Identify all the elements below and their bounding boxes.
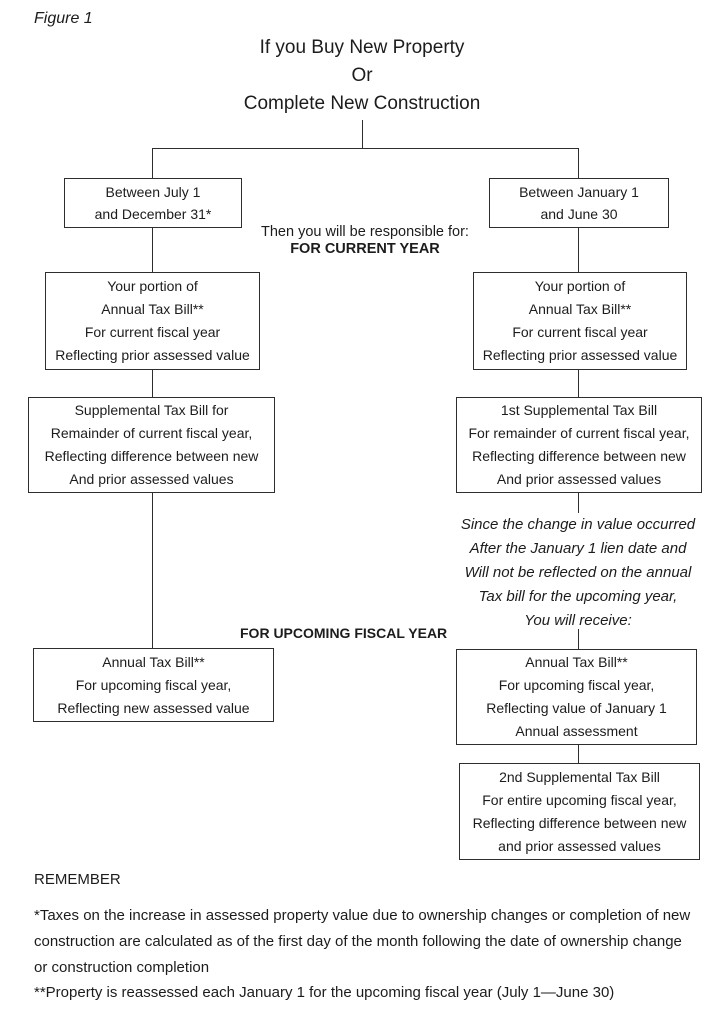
connector-branch-horizontal — [152, 148, 579, 149]
flow-box-right-annual: Annual Tax Bill** For upcoming fiscal ye… — [456, 649, 697, 745]
connector-right-4 — [578, 629, 579, 649]
flow-box-right-supplemental-2: 2nd Supplemental Tax Bill For entire upc… — [459, 763, 700, 860]
chart-title-line: If you Buy New Property — [259, 37, 465, 58]
note-line: After the January 1 lien date and — [469, 540, 687, 557]
note-line: Tax bill for the upcoming year, — [478, 588, 678, 605]
box-line: Annual Tax Bill** — [525, 654, 628, 670]
chart-title: If you Buy New Property Or Complete New … — [0, 34, 724, 118]
box-line: For upcoming fiscal year, — [498, 677, 655, 693]
for-current-year-label: FOR CURRENT YEAR — [290, 241, 440, 257]
box-line: 2nd Supplemental Tax Bill — [499, 768, 660, 785]
box-line: For remainder of current fiscal year, — [468, 425, 690, 441]
responsible-annotation: Then you will be responsible for: FOR CU… — [227, 224, 503, 258]
connector-right-3 — [578, 491, 579, 513]
box-line: Reflecting value of January 1 — [486, 700, 667, 716]
right-branch-note: Since the change in value occurred After… — [430, 513, 724, 633]
connector-right-2 — [578, 368, 579, 397]
flow-box-right-supplemental-1: 1st Supplemental Tax Bill For remainder … — [456, 397, 702, 493]
footnote-line: or construction completion — [34, 959, 210, 976]
box-line: Reflecting difference between new — [44, 448, 259, 464]
chart-title-line: Complete New Construction — [243, 93, 481, 114]
flow-box-right-portion: Your portion of Annual Tax Bill** For cu… — [473, 272, 687, 370]
footnote-single-asterisk: *Taxes on the increase in assessed prope… — [34, 903, 690, 981]
box-line: Annual assessment — [515, 723, 638, 739]
note-line: You will receive: — [524, 612, 632, 629]
box-line: 1st Supplemental Tax Bill — [500, 402, 658, 418]
box-line: Supplemental Tax Bill for — [74, 402, 229, 418]
box-line: and prior assessed values — [498, 837, 661, 854]
connector-left-drop — [152, 148, 153, 178]
connector-left-long — [152, 491, 153, 648]
flow-box-left-portion: Your portion of Annual Tax Bill** For cu… — [45, 272, 260, 370]
box-line: Reflecting difference between new — [472, 814, 687, 831]
remember-heading: REMEMBER — [34, 871, 121, 888]
note-line: Will not be reflected on the annual — [464, 564, 692, 581]
footnote-double-asterisk: **Property is reassessed each January 1 … — [34, 984, 615, 1001]
box-line: Annual Tax Bill** — [102, 653, 205, 670]
box-line: And prior assessed values — [496, 471, 662, 487]
connector-title-stub — [362, 120, 363, 148]
box-line: Remainder of current fiscal year, — [50, 425, 253, 441]
box-line: For current fiscal year — [84, 324, 221, 340]
connector-left-2 — [152, 368, 153, 397]
connector-right-5 — [578, 743, 579, 763]
box-line: And prior assessed values — [69, 471, 234, 487]
flow-box-left-supplemental: Supplemental Tax Bill for Remainder of c… — [28, 397, 275, 493]
box-line: Annual Tax Bill** — [528, 301, 632, 317]
connector-right-drop — [578, 148, 579, 178]
box-line: For current fiscal year — [512, 324, 648, 340]
for-upcoming-fiscal-year-label: FOR UPCOMING FISCAL YEAR — [240, 625, 448, 641]
box-line: Annual Tax Bill** — [101, 301, 204, 317]
box-line: and June 30 — [540, 206, 618, 222]
connector-right-1 — [578, 226, 579, 272]
box-line: Between January 1 — [519, 184, 639, 200]
box-line: Reflecting new assessed value — [57, 699, 250, 716]
box-line: For upcoming fiscal year, — [75, 676, 232, 693]
box-line: Reflecting prior assessed value — [55, 347, 250, 363]
box-line: Reflecting prior assessed value — [482, 347, 678, 363]
box-line: Reflecting difference between new — [472, 448, 686, 464]
footnote-line: construction are calculated as of the fi… — [34, 933, 682, 950]
box-line: Your portion of — [107, 278, 198, 294]
footnote-line: *Taxes on the increase in assessed prope… — [34, 907, 691, 924]
chart-title-line: Or — [351, 65, 373, 86]
responsible-intro: Then you will be responsible for: — [261, 224, 469, 240]
box-line: and December 31* — [94, 206, 212, 222]
flow-box-left-period: Between July 1 and December 31* — [64, 178, 242, 228]
box-line: For entire upcoming fiscal year, — [482, 791, 677, 808]
note-line: Since the change in value occurred — [460, 516, 696, 533]
box-line: Between July 1 — [105, 184, 201, 200]
flow-box-left-annual: Annual Tax Bill** For upcoming fiscal ye… — [33, 648, 274, 722]
flow-box-right-period: Between January 1 and June 30 — [489, 178, 669, 228]
box-line: Your portion of — [534, 278, 626, 294]
figure-label: Figure 1 — [34, 10, 93, 27]
connector-left-1 — [152, 226, 153, 272]
